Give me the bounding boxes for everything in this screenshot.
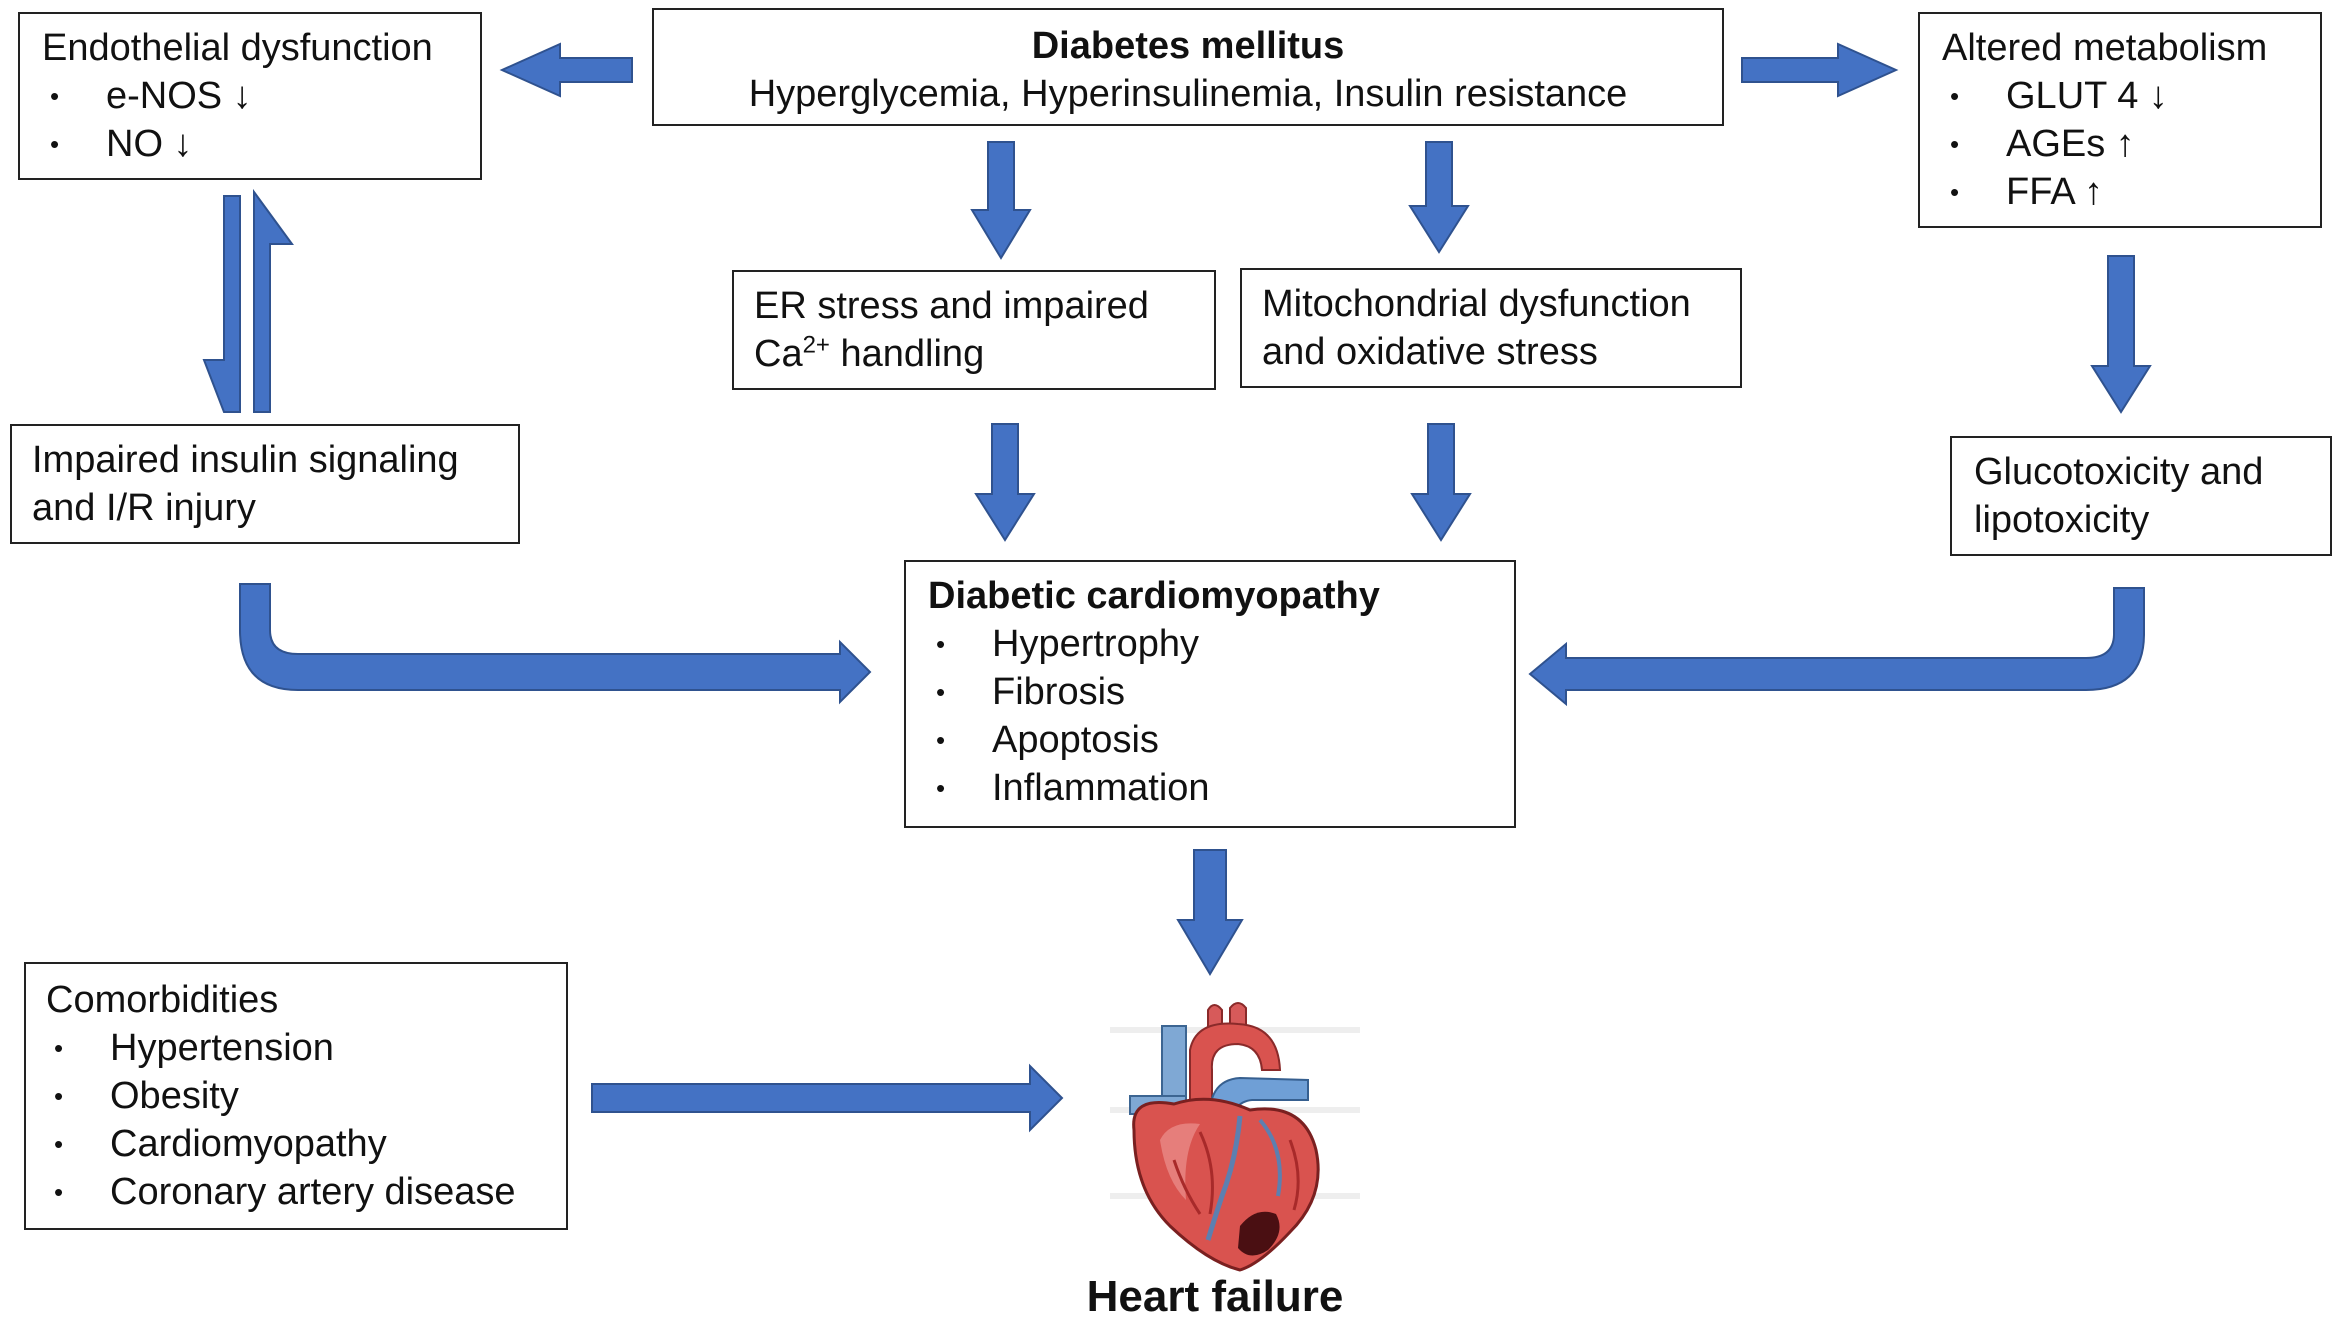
arrow-diabetes-to-metabolism bbox=[1741, 42, 1899, 98]
cardiomyopathy-title: Diabetic cardiomyopathy bbox=[928, 575, 1380, 617]
diabetes-title: Diabetes mellitus bbox=[1031, 25, 1345, 67]
endothelial-item: NO ↓ bbox=[42, 120, 480, 168]
arrow-diabetes-to-mitochondrial bbox=[1408, 141, 1470, 254]
comorbidity-item: Hypertension bbox=[46, 1024, 566, 1072]
mitochondrial-line2: and oxidative stress bbox=[1262, 331, 1598, 373]
glucotoxicity-line1: Glucotoxicity and bbox=[1974, 451, 2264, 493]
cardiomyopathy-item: Inflammation bbox=[928, 764, 1514, 812]
insulin-line2: and I/R injury bbox=[32, 487, 256, 529]
arrow-diabetes-to-endothelial bbox=[499, 42, 633, 98]
cardiomyopathy-item: Fibrosis bbox=[928, 668, 1514, 716]
arrow-mitochondrial-to-cardiomyopathy bbox=[1410, 423, 1472, 542]
mitochondrial-box: Mitochondrial dysfunction and oxidative … bbox=[1240, 268, 1742, 388]
arrow-diabetes-to-er-stress bbox=[970, 141, 1032, 260]
er-stress-line2-prefix: Ca bbox=[754, 333, 803, 375]
metabolism-item: AGEs ↑ bbox=[1942, 120, 2320, 168]
metabolism-item: GLUT 4 ↓ bbox=[1942, 72, 2320, 120]
arrow-insulin-to-cardiomyopathy bbox=[239, 583, 872, 705]
er-stress-line2-suffix: handling bbox=[829, 333, 985, 375]
comorbidity-item: Obesity bbox=[46, 1072, 566, 1120]
heart-illustration bbox=[1110, 1002, 1360, 1272]
metabolism-item: FFA ↑ bbox=[1942, 168, 2320, 216]
arrow-glucotoxicity-to-cardiomyopathy bbox=[1528, 587, 2145, 707]
er-stress-box: ER stress and impaired Ca2+ handling bbox=[732, 270, 1216, 390]
comorbidities-title: Comorbidities bbox=[46, 979, 279, 1021]
mitochondrial-line1: Mitochondrial dysfunction bbox=[1262, 283, 1691, 325]
metabolism-title: Altered metabolism bbox=[1942, 27, 2268, 69]
altered-metabolism-box: Altered metabolism GLUT 4 ↓ AGEs ↑ FFA ↑ bbox=[1918, 12, 2322, 228]
endothelial-title: Endothelial dysfunction bbox=[42, 27, 433, 69]
heart-failure-title: Heart failure bbox=[1086, 1272, 1344, 1321]
insulin-line1: Impaired insulin signaling bbox=[32, 439, 459, 481]
er-stress-line1: ER stress and impaired bbox=[754, 285, 1149, 327]
arrow-insulin-to-endothelial bbox=[253, 188, 294, 413]
cardiomyopathy-item: Hypertrophy bbox=[928, 620, 1514, 668]
diabetes-mellitus-box: Diabetes mellitus Hyperglycemia, Hyperin… bbox=[652, 8, 1724, 126]
endothelial-dysfunction-box: Endothelial dysfunction e-NOS ↓ NO ↓ bbox=[18, 12, 482, 180]
er-stress-line2: Ca2+ handling bbox=[754, 330, 1214, 378]
arrow-comorbidities-to-heart bbox=[591, 1063, 1064, 1133]
comorbidity-item: Cardiomyopathy bbox=[46, 1120, 566, 1168]
er-stress-line2-sup: 2+ bbox=[802, 331, 830, 359]
arrow-endothelial-to-insulin bbox=[202, 195, 241, 413]
diabetes-subtitle: Hyperglycemia, Hyperinsulinemia, Insulin… bbox=[748, 73, 1628, 115]
arrow-cardiomyopathy-to-heart bbox=[1176, 849, 1244, 976]
cardiomyopathy-item: Apoptosis bbox=[928, 716, 1514, 764]
glucotoxicity-line2: lipotoxicity bbox=[1974, 499, 2150, 541]
insulin-signaling-box: Impaired insulin signaling and I/R injur… bbox=[10, 424, 520, 544]
arrow-er-stress-to-cardiomyopathy bbox=[974, 423, 1036, 542]
comorbidities-box: Comorbidities Hypertension Obesity Cardi… bbox=[24, 962, 568, 1230]
diabetic-cardiomyopathy-box: Diabetic cardiomyopathy Hypertrophy Fibr… bbox=[904, 560, 1516, 828]
arrow-metabolism-to-glucotoxicity bbox=[2090, 255, 2152, 414]
glucotoxicity-box: Glucotoxicity and lipotoxicity bbox=[1950, 436, 2332, 556]
endothelial-item: e-NOS ↓ bbox=[42, 72, 480, 120]
comorbidity-item: Coronary artery disease bbox=[46, 1168, 566, 1216]
